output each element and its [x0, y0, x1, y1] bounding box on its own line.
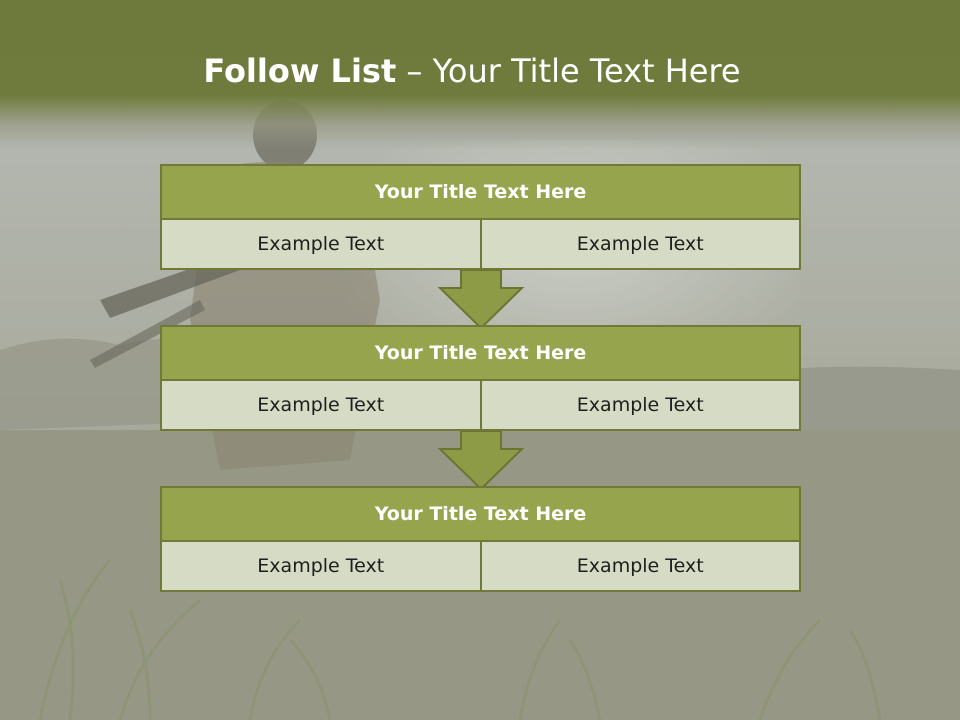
step-title: Your Title Text Here: [160, 325, 801, 381]
step-cell-right: Example Text: [481, 542, 801, 592]
step-block-2: Your Title Text Here Example Text Exampl…: [160, 325, 801, 431]
step-title: Your Title Text Here: [160, 486, 801, 542]
header-band: [0, 0, 960, 150]
down-arrow-icon: [437, 270, 525, 330]
step-title: Your Title Text Here: [160, 164, 801, 220]
title-bold: Follow List: [203, 52, 397, 90]
step-cell-left: Example Text: [160, 542, 482, 592]
step-cell-left: Example Text: [160, 381, 482, 431]
step-block-3: Your Title Text Here Example Text Exampl…: [160, 486, 801, 592]
step-row: Example Text Example Text: [160, 381, 801, 431]
title-rest: – Your Title Text Here: [396, 52, 741, 90]
step-row: Example Text Example Text: [160, 542, 801, 592]
slide-title: Follow List – Your Title Text Here: [0, 52, 944, 90]
step-block-1: Your Title Text Here Example Text Exampl…: [160, 164, 801, 270]
step-cell-left: Example Text: [160, 220, 482, 270]
step-row: Example Text Example Text: [160, 220, 801, 270]
step-cell-right: Example Text: [481, 381, 801, 431]
step-cell-right: Example Text: [481, 220, 801, 270]
down-arrow-icon: [437, 431, 525, 491]
